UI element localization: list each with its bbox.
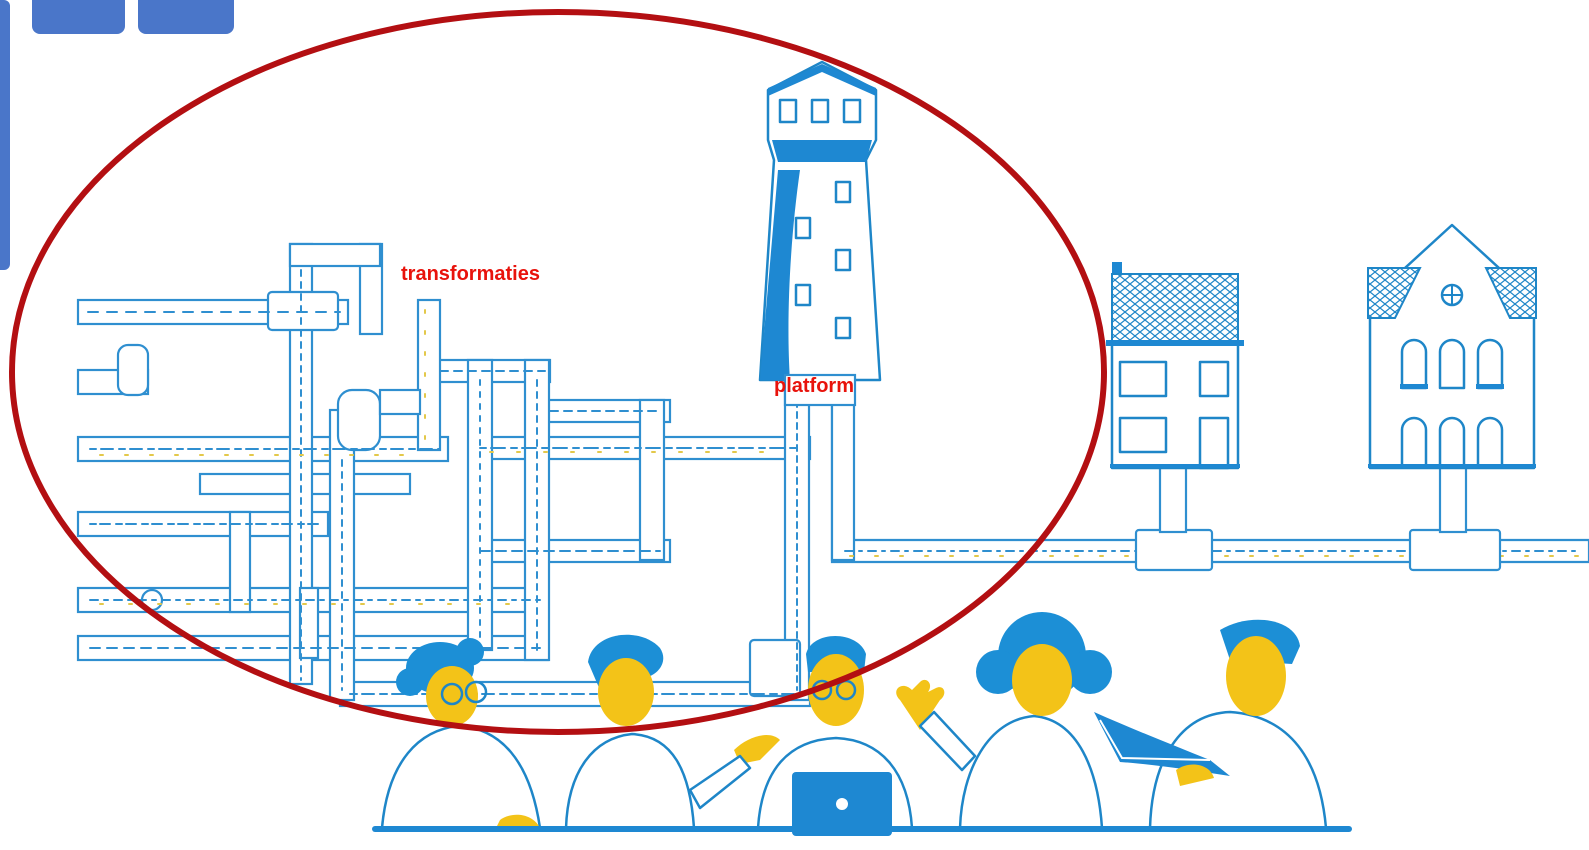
floor-line xyxy=(372,826,1352,832)
person-4 xyxy=(896,612,1112,830)
person-1 xyxy=(380,638,542,830)
main-pipe xyxy=(830,398,1589,572)
label-transformaties: transformaties xyxy=(401,263,540,285)
slide-tabs xyxy=(0,0,234,270)
water-tower xyxy=(758,60,882,407)
slide-side-bar xyxy=(0,0,10,270)
gabled-house xyxy=(1367,223,1537,470)
slide-tab-right xyxy=(138,0,234,34)
highlight-ellipse xyxy=(9,9,1107,735)
person-2 xyxy=(564,634,780,830)
person-5 xyxy=(1094,619,1328,830)
people-group xyxy=(372,612,1352,836)
label-platform: platform xyxy=(774,375,854,397)
pipe-network xyxy=(76,242,812,708)
person-3 xyxy=(756,636,914,836)
row-house xyxy=(1106,262,1244,470)
slide-tab-left xyxy=(32,0,125,34)
